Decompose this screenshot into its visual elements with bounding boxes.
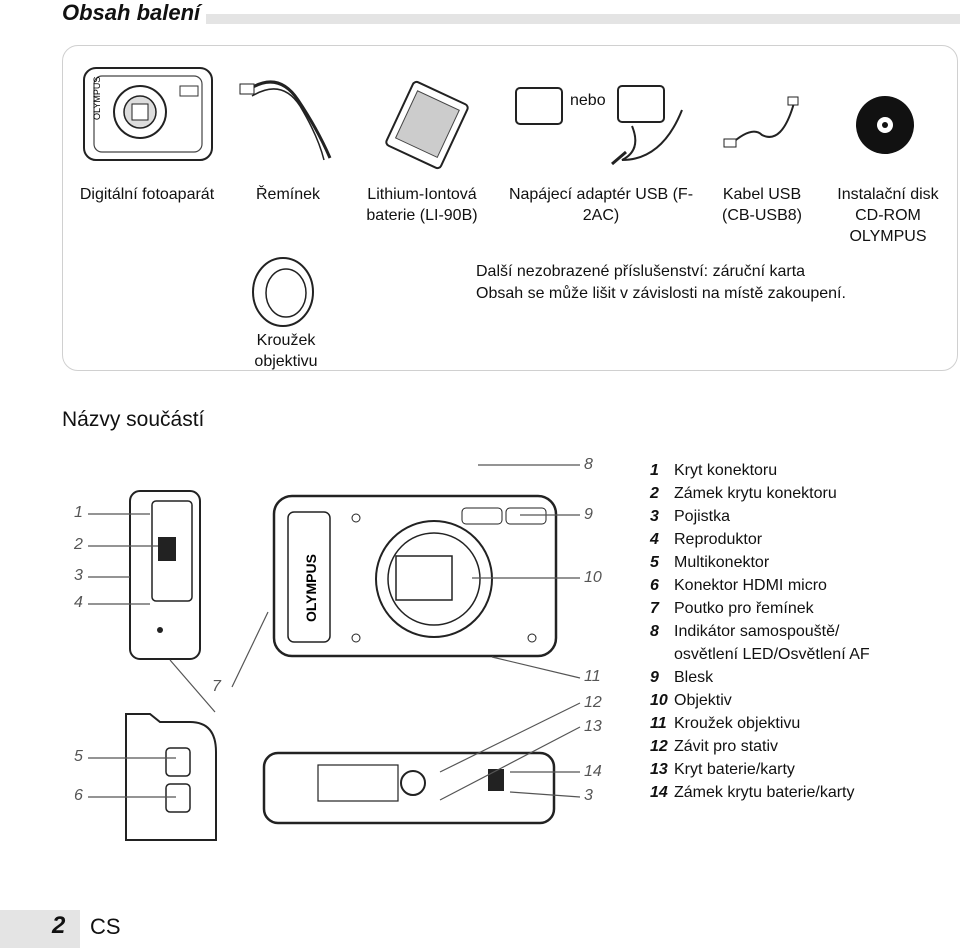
callout-3: 3 [74, 567, 83, 584]
note-line-2: Obsah se může lišit v závislosti na míst… [476, 285, 846, 302]
header-bar [62, 14, 960, 24]
callout-7: 7 [212, 678, 221, 695]
callout-6: 6 [74, 787, 83, 804]
note-text: Další nezobrazené příslušenství: záruční… [476, 261, 846, 305]
lens-ring-illustration [252, 257, 314, 327]
callout-2: 2 [74, 536, 83, 553]
usb-cable-illustration [723, 96, 799, 148]
list-item-continuation: osvětlení LED/Osvětlení AF [674, 646, 870, 663]
battery-illustration [385, 80, 469, 170]
callout-12: 12 [584, 694, 602, 711]
label-usb-cable: Kabel USB (CB-USB8) [721, 186, 802, 224]
camera-bottom-view [262, 751, 556, 825]
callout-3b: 3 [584, 787, 593, 804]
label-usb-adapter: Napájecí adaptér USB (F-2AC) [508, 186, 694, 224]
footer-tab [0, 910, 80, 948]
label-strap: Řemínek [255, 186, 321, 203]
label-camera: Digitální fotoaparát [79, 186, 215, 203]
brand-text: OLYMPUS [303, 554, 319, 622]
callout-8: 8 [584, 456, 593, 473]
language-code: CS [90, 914, 121, 939]
package-contents-box [62, 45, 958, 371]
usb-adapter-illustration [515, 85, 683, 166]
callout-11: 11 [584, 668, 601, 685]
callout-10: 10 [584, 569, 602, 586]
callout-1: 1 [74, 504, 83, 521]
cd-rom-illustration [856, 96, 914, 154]
section-title: Názvy součástí [62, 408, 205, 431]
callout-9: 9 [584, 506, 593, 523]
header-title: Obsah balení [62, 0, 207, 26]
camera-illustration: OLYMPUS [83, 67, 213, 161]
camera-side-detail [125, 713, 217, 841]
page-number: 2 [52, 912, 66, 939]
label-battery: Lithium-Iontová baterie (LI-90B) [366, 186, 478, 224]
label-lens-ring: Kroužek objektivu [254, 332, 318, 370]
callout-4: 4 [74, 594, 83, 611]
strap-illustration [239, 80, 332, 161]
note-line-1: Další nezobrazené příslušenství: záruční… [476, 263, 806, 280]
section-header: Obsah balení [62, 0, 960, 26]
callout-13: 13 [584, 718, 602, 735]
camera-front-view: OLYMPUS [272, 494, 558, 658]
label-cd-rom: Instalační disk CD-ROM OLYMPUS [837, 186, 939, 245]
nebo-label: nebo [570, 92, 606, 109]
camera-side-view [129, 490, 201, 660]
svg-text:OLYMPUS: OLYMPUS [92, 77, 102, 120]
callout-5: 5 [74, 748, 83, 765]
callout-14: 14 [584, 763, 602, 780]
